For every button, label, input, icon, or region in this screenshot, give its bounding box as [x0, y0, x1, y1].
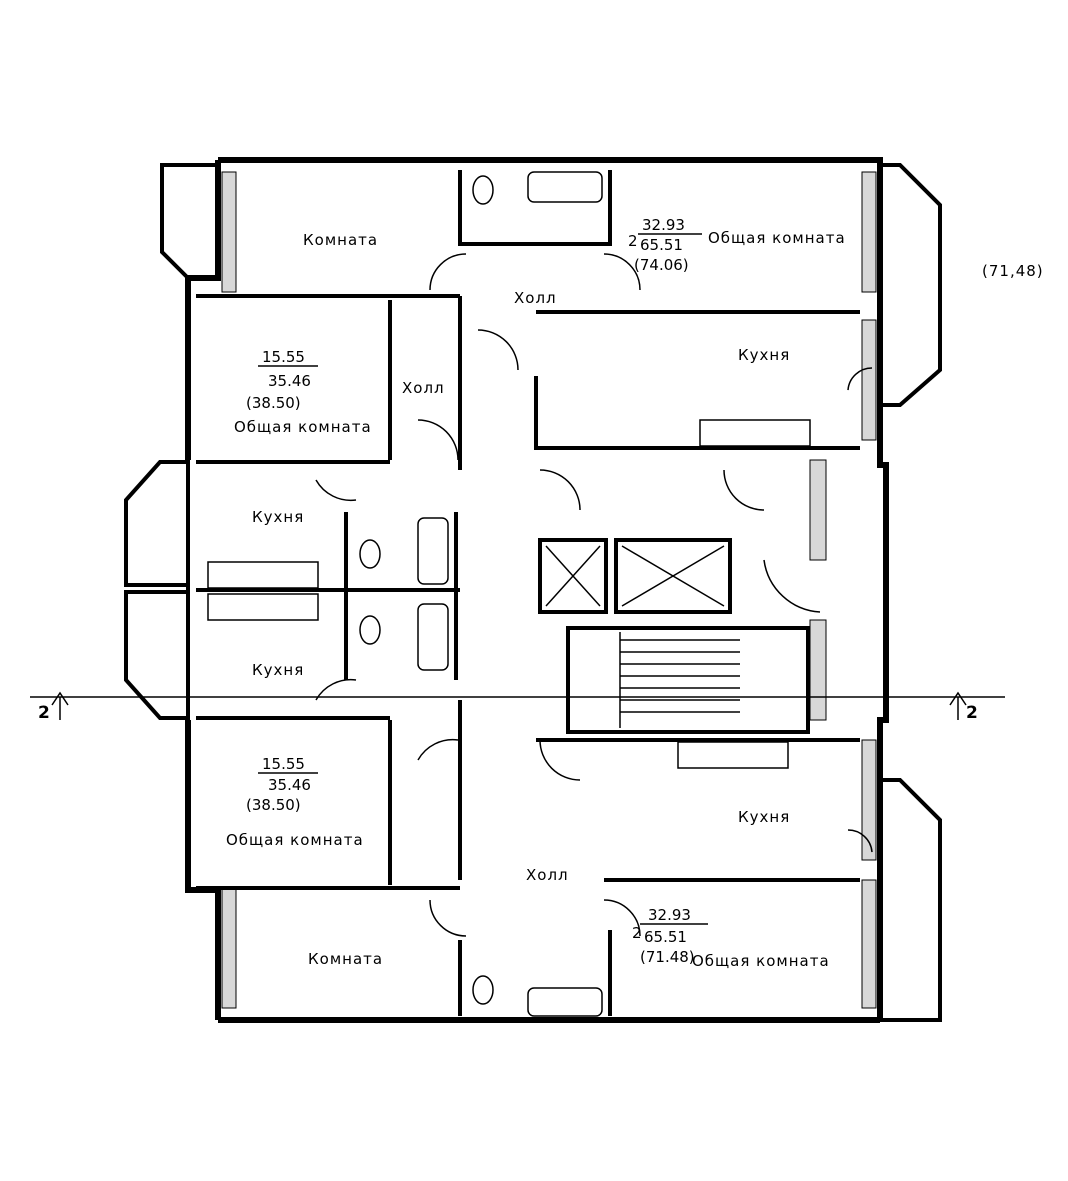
room-kuhnya-top-right: Кухня — [738, 346, 790, 364]
room-komnata-top: Комната — [303, 231, 378, 249]
section-mark-right: 2 — [966, 703, 978, 723]
door-swings — [315, 253, 873, 937]
balconies — [124, 163, 942, 1022]
apartment-rooms-count: 2 — [628, 232, 638, 250]
apartment-left-upper-areas: 15.55 35.46 (38.50) — [246, 348, 318, 412]
apartment-bottom-right-areas: 2 32.93 65.51 (71.48) — [632, 906, 708, 966]
apartment-area-with-balcony: (74.06) — [634, 256, 689, 274]
apartment-area-with-balcony: (71.48) — [640, 948, 695, 966]
section-line: 2 2 — [30, 691, 1005, 723]
apartment-total-area: 35.46 — [268, 776, 311, 794]
fixtures — [207, 171, 811, 1017]
room-obshaya-top-right: Общая комната — [708, 229, 846, 247]
apartment-total-area: 65.51 — [644, 928, 687, 946]
room-kuhnya-bottom-right: Кухня — [738, 808, 790, 826]
room-obshaya-left-upper: Общая комната — [234, 418, 372, 436]
room-holl-left-upper: Холл — [402, 379, 445, 397]
apartment-area-with-balcony: (38.50) — [246, 796, 301, 814]
apartment-left-lower-areas: 15.55 35.46 (38.50) — [246, 755, 318, 814]
room-obshaya-left-lower: Общая комната — [226, 831, 364, 849]
room-labels: Комната Общая комната Холл Кухня Холл Об… — [226, 229, 846, 970]
hatched-walls — [221, 171, 877, 1009]
apartment-living-area: 15.55 — [262, 755, 305, 773]
outside-area-label: (71,48) — [982, 262, 1044, 280]
apartment-area-with-balcony: (38.50) — [246, 394, 301, 412]
section-mark-left: 2 — [38, 703, 50, 723]
room-komnata-bottom: Комната — [308, 950, 383, 968]
apartment-rooms-count: 2 — [632, 924, 642, 942]
apartment-total-area: 35.46 — [268, 372, 311, 390]
room-kuhnya-left-upper: Кухня — [252, 508, 304, 526]
room-kuhnya-left-lower: Кухня — [252, 661, 304, 679]
room-holl-bottom: Холл — [526, 866, 569, 884]
apartment-living-area: 15.55 — [262, 348, 305, 366]
stair-elevator-core — [538, 538, 810, 734]
apartment-top-right-areas: 2 32.93 65.51 (74.06) — [628, 216, 702, 274]
apartment-living-area: 32.93 — [642, 216, 685, 234]
room-obshaya-bottom-right: Общая комната — [692, 952, 830, 970]
apartment-living-area: 32.93 — [648, 906, 691, 924]
room-holl-top: Холл — [514, 289, 557, 307]
apartment-total-area: 65.51 — [640, 236, 683, 254]
interior-walls — [196, 170, 860, 1016]
